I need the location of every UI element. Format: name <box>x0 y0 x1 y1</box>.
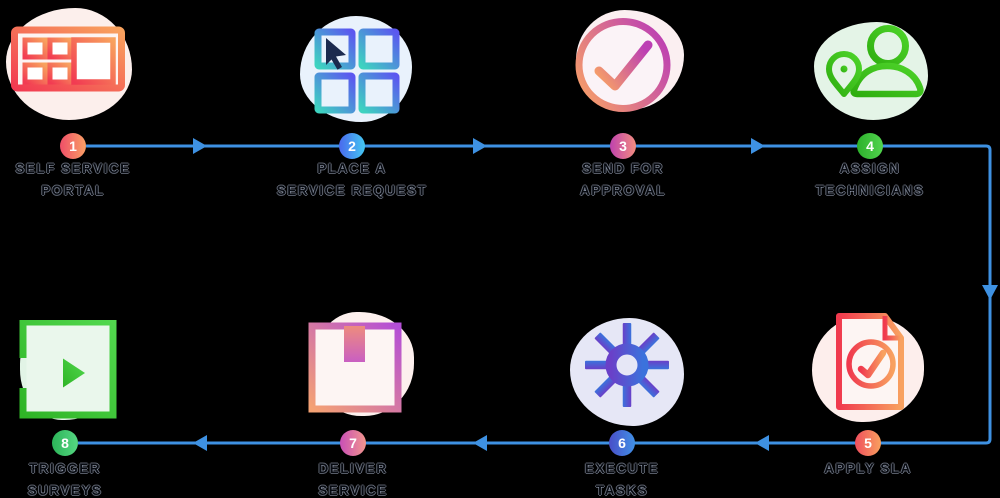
step-number: 2 <box>348 138 356 154</box>
deliver-service-box-icon <box>308 322 402 413</box>
step-label-line: APPROVAL <box>579 183 666 198</box>
arrowhead-down <box>982 285 998 300</box>
arrowhead-right-1 <box>193 138 207 154</box>
arrowhead-left-2 <box>473 435 487 451</box>
step-number-badge: 8 <box>52 430 78 456</box>
step-number-badge: 3 <box>610 133 636 159</box>
self-service-portal-icon <box>11 26 125 108</box>
step-label: SELF SERVICE PORTAL <box>0 158 193 202</box>
arrowhead-left-3 <box>193 435 207 451</box>
step-label: PLACE A SERVICE REQUEST <box>232 158 472 202</box>
execute-tasks-gear-icon <box>585 323 669 407</box>
step-label-line: PLACE A <box>317 161 387 176</box>
check-icon <box>857 349 887 379</box>
step-label-line: ASSIGN <box>839 161 901 176</box>
step-number: 5 <box>864 435 872 451</box>
step-number: 6 <box>618 435 626 451</box>
assign-technicians-icon <box>826 25 924 98</box>
step-number-badge: 4 <box>857 133 883 159</box>
step-number-badge: 2 <box>339 133 365 159</box>
step-number-badge: 7 <box>340 430 366 456</box>
step-number-badge: 1 <box>60 133 86 159</box>
step-number: 3 <box>619 138 627 154</box>
send-for-approval-icon <box>575 18 671 112</box>
apply-sla-document-icon <box>836 313 904 410</box>
step-label-line: TECHNICIANS <box>815 183 925 198</box>
step-number: 7 <box>349 435 357 451</box>
step-label: APPLY SLA <box>748 458 988 480</box>
step-label-line: SURVEYS <box>27 483 103 498</box>
step-label-line: TRIGGER <box>28 461 101 476</box>
step-label: DELIVER SERVICE <box>233 458 473 498</box>
place-service-request-icon <box>314 28 400 114</box>
step-label-line: SEND FOR <box>582 161 664 176</box>
step-number-badge: 5 <box>855 430 881 456</box>
location-pin-icon <box>826 51 862 97</box>
step-number: 4 <box>866 138 874 154</box>
step-label-line: SELF SERVICE <box>15 161 131 176</box>
step-label-line: APPLY SLA <box>824 461 912 476</box>
step-number-badge: 6 <box>609 430 635 456</box>
step-label: TRIGGER SURVEYS <box>0 458 185 498</box>
arrowhead-right-3 <box>751 138 765 154</box>
step-label: SEND FOR APPROVAL <box>503 158 743 202</box>
step-label-line: PORTAL <box>41 183 105 198</box>
check-icon <box>594 40 653 91</box>
arrowhead-left-1 <box>755 435 769 451</box>
cursor-icon <box>326 38 346 70</box>
step-number: 1 <box>69 138 77 154</box>
arrowhead-right-2 <box>473 138 487 154</box>
step-label-line: DELIVER <box>318 461 388 476</box>
step-number: 8 <box>61 435 69 451</box>
step-label: EXECUTE TASKS <box>502 458 742 498</box>
step-label: ASSIGN TECHNICIANS <box>750 158 990 202</box>
step-label-line: SERVICE REQUEST <box>276 183 428 198</box>
trigger-surveys-enter-icon <box>15 320 117 419</box>
step-label-line: TASKS <box>595 483 649 498</box>
step-label-line: SERVICE <box>318 483 388 498</box>
step-label-line: EXECUTE <box>584 461 660 476</box>
